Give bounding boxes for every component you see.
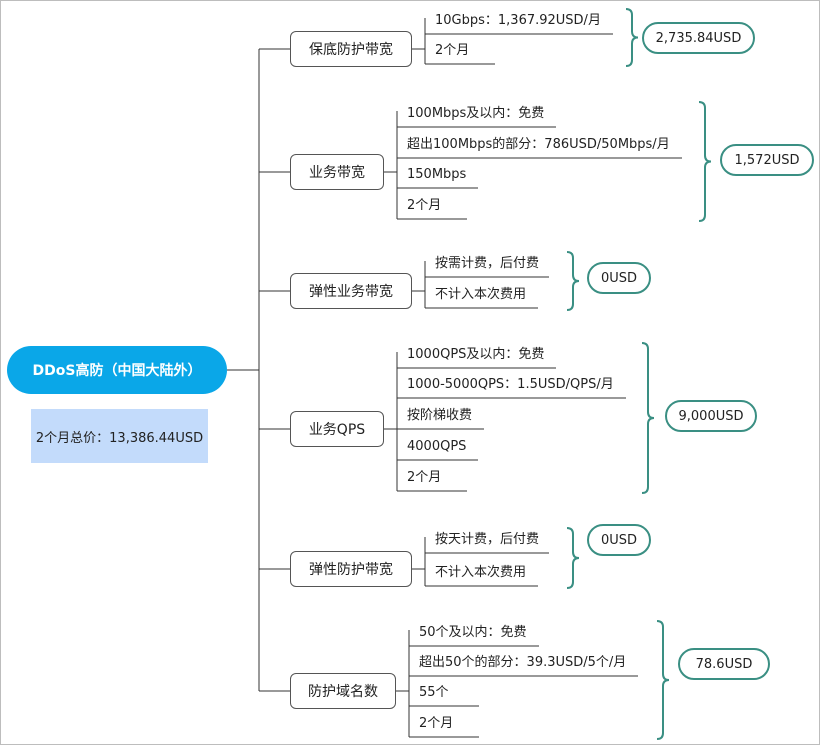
leaf-item: 2个月 <box>419 716 454 731</box>
leaf-item: 100Mbps及以内：免费 <box>407 106 545 121</box>
curly-brace <box>566 527 580 589</box>
leaf-item: 按需计费，后付费 <box>435 256 540 271</box>
leaf-item: 50个及以内：免费 <box>419 625 527 640</box>
curly-brace <box>641 342 655 494</box>
total-price-box: 2个月总价：13,386.44USD <box>31 409 208 463</box>
curly-brace <box>698 101 712 222</box>
category-node: 保底防护带宽 <box>290 31 412 67</box>
category-node: 业务带宽 <box>290 154 384 190</box>
category-node: 业务QPS <box>290 411 384 447</box>
root-node: DDoS高防（中国大陆外） <box>7 346 227 394</box>
result-pill: 0USD <box>587 524 651 556</box>
leaf-item: 2个月 <box>435 43 470 58</box>
result-pill: 1,572USD <box>720 144 814 176</box>
leaf-item: 10Gbps：1,367.92USD/月 <box>435 13 601 28</box>
category-node: 防护域名数 <box>290 673 396 709</box>
leaf-item: 2个月 <box>407 198 442 213</box>
leaf-item: 1000-5000QPS：1.5USD/QPS/月 <box>407 377 614 392</box>
curly-brace <box>625 8 639 67</box>
leaf-item: 150Mbps <box>407 167 467 182</box>
leaf-item: 按天计费，后付费 <box>435 532 540 547</box>
category-node: 弹性防护带宽 <box>290 551 412 587</box>
result-pill: 78.6USD <box>678 648 770 680</box>
leaf-item: 2个月 <box>407 470 442 485</box>
result-pill: 9,000USD <box>665 400 757 432</box>
leaf-item: 不计入本次费用 <box>435 565 527 580</box>
leaf-item: 55个 <box>419 685 449 700</box>
leaf-item: 不计入本次费用 <box>435 287 527 302</box>
leaf-item: 超出100Mbps的部分：786USD/50Mbps/月 <box>407 137 670 152</box>
leaf-item: 按阶梯收费 <box>407 408 473 423</box>
curly-brace <box>566 251 580 311</box>
leaf-item: 4000QPS <box>407 439 467 454</box>
result-pill: 2,735.84USD <box>642 22 755 54</box>
leaf-item: 1000QPS及以内：免费 <box>407 347 545 362</box>
category-node: 弹性业务带宽 <box>290 273 412 309</box>
leaf-item: 超出50个的部分：39.3USD/5个/月 <box>419 655 627 670</box>
curly-brace <box>656 620 670 740</box>
result-pill: 0USD <box>587 262 651 294</box>
